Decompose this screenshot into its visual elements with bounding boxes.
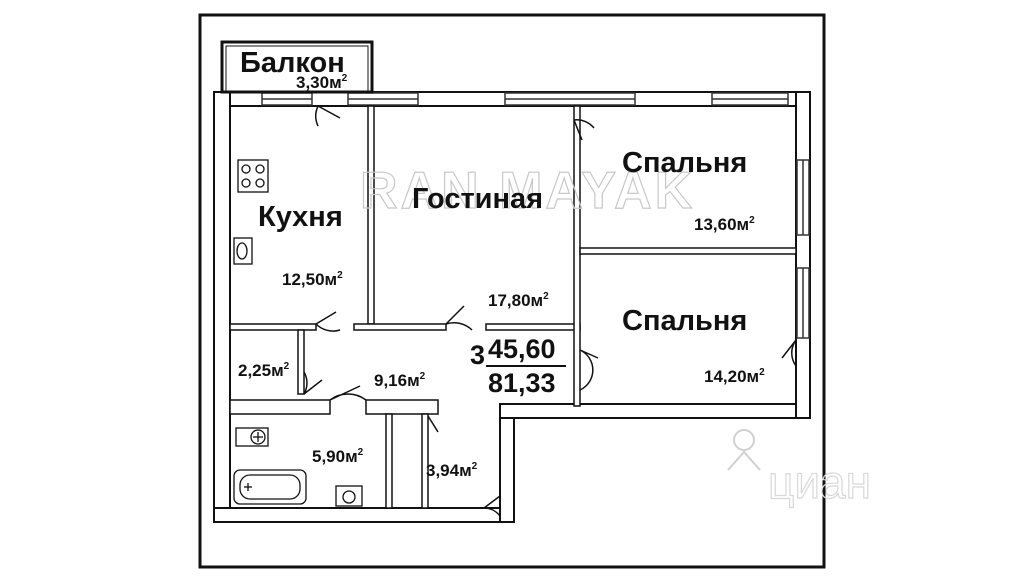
stove-icon	[237, 159, 269, 193]
bedroom1-area: 13,60м2	[694, 215, 755, 234]
bedroom2-name: Спальня	[622, 305, 747, 337]
closet-area-unit-sup: 2	[284, 361, 290, 372]
balcony-area-unit-sup: 2	[342, 73, 348, 84]
hall-area: 9,16м2	[374, 371, 426, 390]
toilet-area: 3,94м2	[426, 461, 478, 480]
kitchen-area-unit-sup: 2	[337, 270, 343, 281]
cian-watermark: циан	[768, 456, 871, 508]
doors	[303, 105, 797, 517]
toilet-area-unit-sup: 2	[472, 461, 478, 472]
balcony-area: 3,30м2	[296, 73, 348, 92]
living-name: Гостиная	[412, 183, 543, 215]
rooms-count: 3	[470, 340, 485, 370]
bathroom-area-unit-sup: 2	[358, 447, 364, 458]
bedroom1-name: Спальня	[622, 147, 747, 179]
bedroom2-area-unit-sup: 2	[759, 367, 765, 378]
bedroom2-area: 14,20м2	[704, 367, 765, 386]
toilet-icon	[235, 427, 269, 447]
bedroom1-area-unit-sup: 2	[749, 215, 755, 226]
bathroom-area: 5,90м2	[312, 447, 364, 466]
kitchen-area: 12,50м2	[282, 270, 343, 289]
kitchen-name: Кухня	[258, 201, 343, 233]
closet-area: 2,25м2	[238, 361, 290, 380]
cian-logo-icon	[727, 429, 761, 471]
bathtub-icon	[233, 469, 307, 505]
agency-watermark: RAN MAYAK	[360, 162, 695, 220]
living-area: 17,80м2	[488, 291, 549, 310]
windows	[261, 92, 810, 339]
interior-walls	[229, 105, 797, 509]
living-area-total: 45,60	[488, 334, 556, 364]
living-area-unit-sup: 2	[543, 291, 549, 302]
washbasin-icon	[335, 485, 363, 507]
hall-area-unit-sup: 2	[420, 371, 426, 382]
balcony	[220, 40, 374, 94]
balcony-name: Балкон	[240, 47, 345, 79]
sink-icon	[233, 237, 253, 265]
total-area: 81,33	[488, 368, 556, 398]
drawing-frame	[198, 13, 826, 569]
